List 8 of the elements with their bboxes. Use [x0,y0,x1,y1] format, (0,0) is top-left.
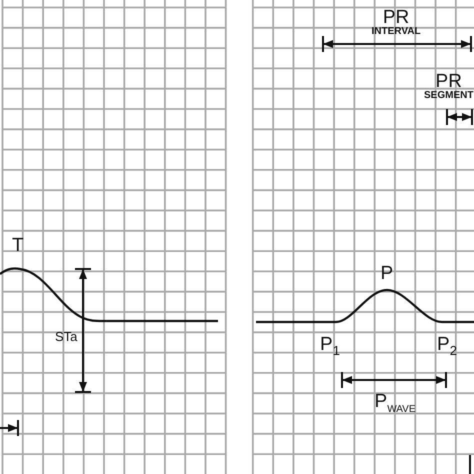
interval-label: PR INTERVAL [372,8,421,37]
measurement-label: STa [55,330,78,343]
point-label: P$_{2}$ [437,335,457,357]
interval-label: P$_{WAVE}$ [374,392,416,415]
point-label: P$_{1}$ [320,335,340,357]
wave-label: T [12,236,24,255]
segment-label: PR SEGMENT [424,72,474,101]
wave-label: P [380,264,394,283]
